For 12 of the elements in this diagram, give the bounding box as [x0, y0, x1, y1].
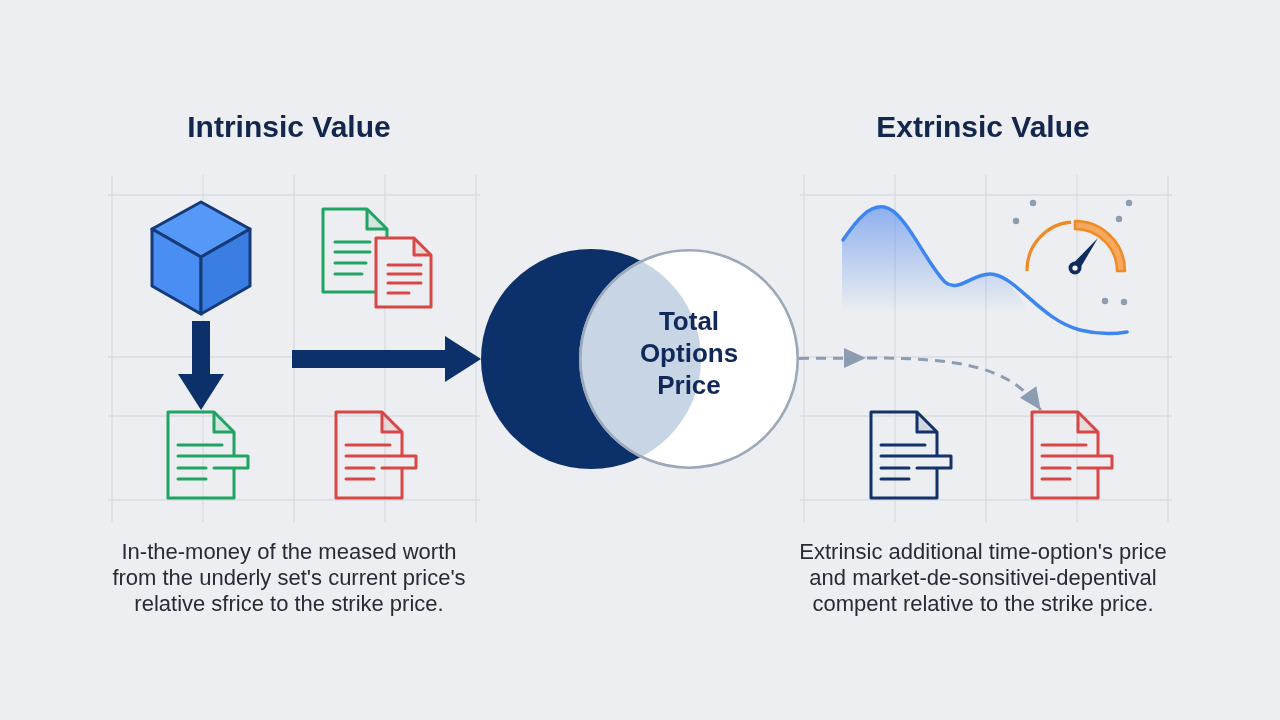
cube-icon	[149, 199, 253, 317]
document-icon	[1030, 410, 1114, 500]
description-text: In-the-money of the meased worth from the underly set's current price's relative sfrice to the strike price.	[111, 539, 467, 617]
venn-label: Total Options Price	[638, 305, 740, 401]
section-heading: Extrinsic Value	[876, 110, 1090, 144]
venn-diagram	[481, 249, 799, 469]
dashed-arrow	[799, 348, 1042, 411]
block-arrow	[178, 321, 224, 410]
description-text: Extrinsic additional time-option's price and market-de-sonsitivei-depentival compent relative to the strike price.	[798, 539, 1168, 617]
section-heading: Intrinsic Value	[187, 110, 391, 144]
block-arrow	[292, 336, 481, 382]
document-icon	[166, 410, 250, 500]
